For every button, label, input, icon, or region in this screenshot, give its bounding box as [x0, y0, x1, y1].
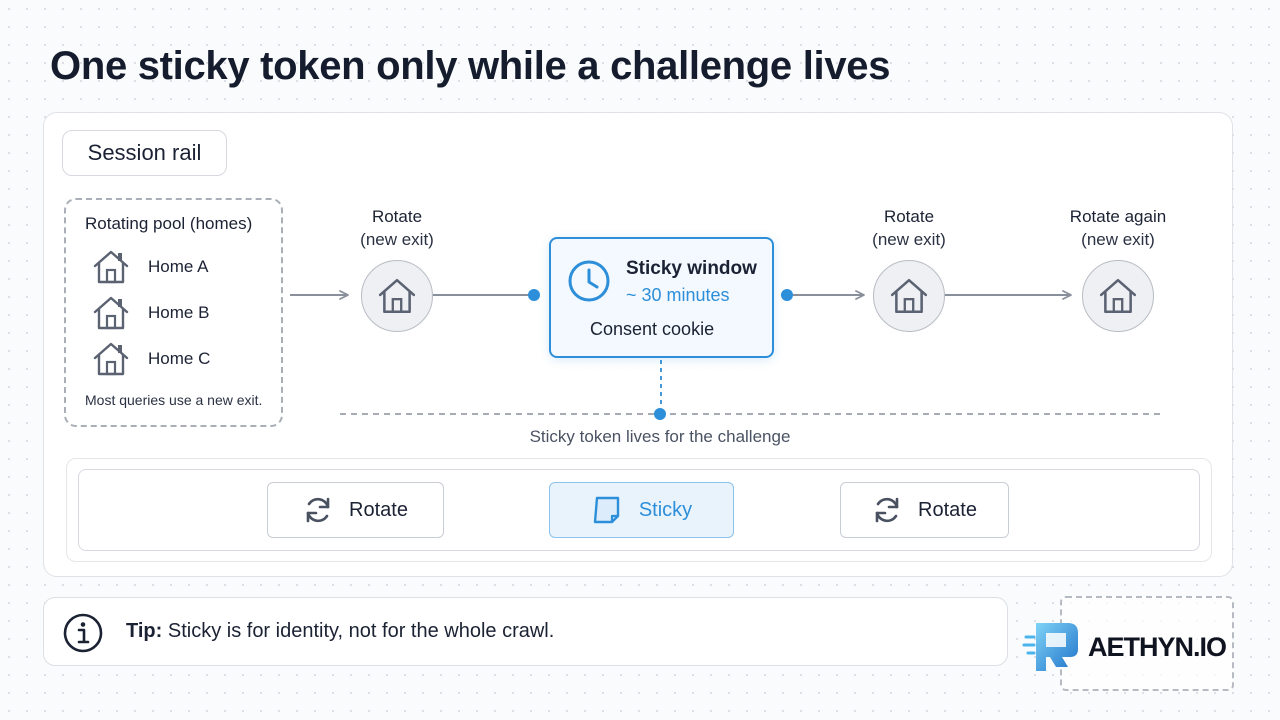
stage-title: Rotate again — [1069, 207, 1167, 226]
tip-box — [43, 597, 1008, 666]
tip-text: Tip: Sticky is for identity, not for the… — [126, 620, 554, 643]
stage-title: Rotate — [371, 207, 423, 226]
timeline-step-rotate-2: Rotate — [840, 482, 1009, 538]
stage-subtitle: (new exit) — [360, 230, 434, 249]
challenge-dot — [654, 408, 666, 420]
connector-dot-left — [528, 289, 540, 301]
session-rail-label: Session rail — [62, 130, 227, 176]
logo-wordmark: AETHYN.IO — [1088, 631, 1227, 662]
connector-dot-right — [781, 289, 793, 301]
clock-icon — [568, 260, 610, 302]
sticky-window-card — [549, 237, 774, 358]
pool-item-label: Home A — [148, 257, 209, 276]
logo-frame — [1060, 596, 1234, 691]
pool-item-home-c: Home C — [92, 339, 272, 379]
sticky-window-cookie: Consent cookie — [590, 319, 715, 339]
stage-rotate-2-label: Rotate (new exit) — [849, 205, 969, 251]
house-icon — [93, 342, 129, 376]
info-icon — [63, 613, 103, 653]
timeline-step-label: Sticky — [638, 498, 693, 521]
stage-rotate-1-label: Rotate (new exit) — [337, 205, 457, 251]
stage-rotate-1-node — [361, 260, 433, 332]
logo-mark-icon — [1022, 623, 1078, 671]
refresh-icon — [306, 497, 330, 523]
tip-body: Sticky is for identity, not for the whol… — [167, 620, 555, 642]
refresh-icon — [875, 497, 899, 523]
challenge-note: Sticky token lives for the challenge — [529, 427, 791, 446]
stage-rotate-again-label: Rotate again (new exit) — [1048, 205, 1188, 251]
timeline-step-label: Rotate — [918, 498, 977, 521]
rotating-pool-box — [64, 198, 283, 427]
house-icon — [93, 296, 129, 330]
logo: AETHYN.IO — [1022, 612, 1252, 682]
house-icon — [93, 250, 129, 284]
pool-note: Most queries use a new exit. — [85, 392, 263, 408]
stage-title: Rotate — [883, 207, 935, 226]
pool-item-label: Home C — [148, 349, 211, 368]
sticky-window-duration: ~ 30 minutes — [626, 285, 730, 305]
stage-subtitle: (new exit) — [1081, 230, 1155, 249]
pool-item-label: Home B — [148, 303, 210, 322]
stage-rotate-2-node — [873, 260, 945, 332]
page-title: One sticky token only while a challenge … — [50, 44, 891, 88]
stage-rotate-again-node — [1082, 260, 1154, 332]
timeline-step-sticky: Sticky — [549, 482, 734, 538]
house-icon — [1099, 278, 1137, 314]
pool-item-home-b: Home B — [92, 293, 272, 333]
tip-prefix: Tip: — [126, 620, 163, 642]
house-icon — [890, 278, 928, 314]
house-icon — [378, 278, 416, 314]
timeline-step-rotate-1: Rotate — [267, 482, 444, 538]
pool-item-home-a: Home A — [92, 247, 272, 287]
pool-title: Rotating pool (homes) — [85, 214, 253, 233]
timeline-step-label: Rotate — [349, 498, 408, 521]
stage-subtitle: (new exit) — [872, 230, 946, 249]
sticky-window-title: Sticky window — [626, 258, 757, 279]
note-icon — [593, 496, 620, 524]
